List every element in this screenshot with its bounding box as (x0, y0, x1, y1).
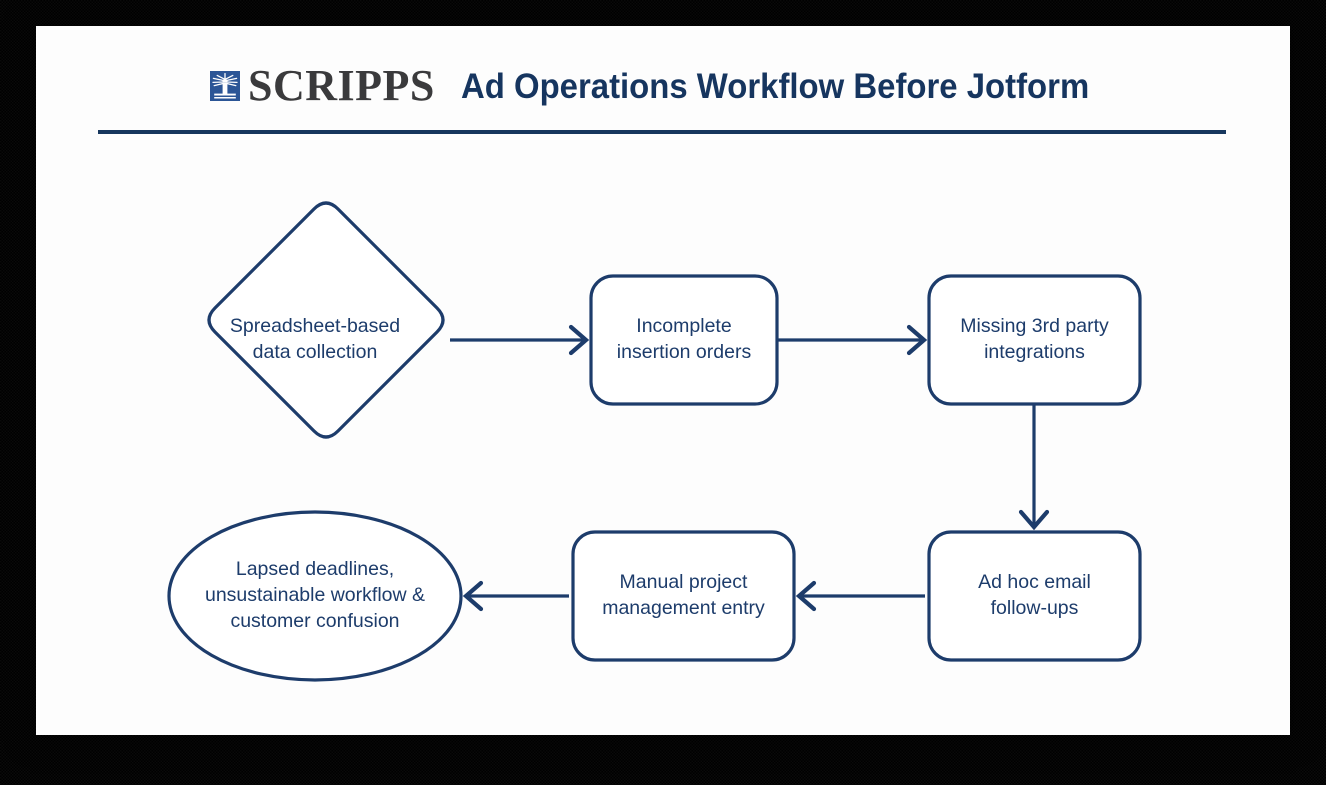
flowchart: Spreadsheet-based data collection Incomp… (36, 146, 1290, 735)
header-divider (98, 130, 1226, 134)
arrowhead-left-1 (795, 580, 817, 612)
node-spreadsheet-based-data-collection[interactable] (207, 201, 445, 439)
node-ad-hoc-email-follow-ups[interactable] (927, 530, 1142, 662)
slide-header: SCRIPPS Ad Operations Workflow Before Jo… (36, 26, 1290, 146)
slide-card: SCRIPPS Ad Operations Workflow Before Jo… (36, 26, 1290, 735)
arrowhead-right-1 (568, 324, 590, 356)
arrowhead-down-1 (1018, 509, 1050, 531)
page-title: Ad Operations Workflow Before Jotform (460, 66, 1090, 106)
flowchart-shapes (167, 201, 1142, 682)
scripps-lighthouse-icon (210, 71, 240, 101)
arrowhead-left-2 (462, 580, 484, 612)
arrowhead-right-2 (906, 324, 928, 356)
node-missing-3rd-party-integrations[interactable] (927, 274, 1142, 406)
node-manual-project-management-entry[interactable] (571, 530, 796, 662)
node-lapsed-deadlines-outcome[interactable] (167, 510, 463, 682)
brand-row: SCRIPPS Ad Operations Workflow Before Jo… (210, 64, 1129, 108)
node-incomplete-insertion-orders[interactable] (589, 274, 779, 406)
scripps-wordmark: SCRIPPS (248, 61, 435, 110)
